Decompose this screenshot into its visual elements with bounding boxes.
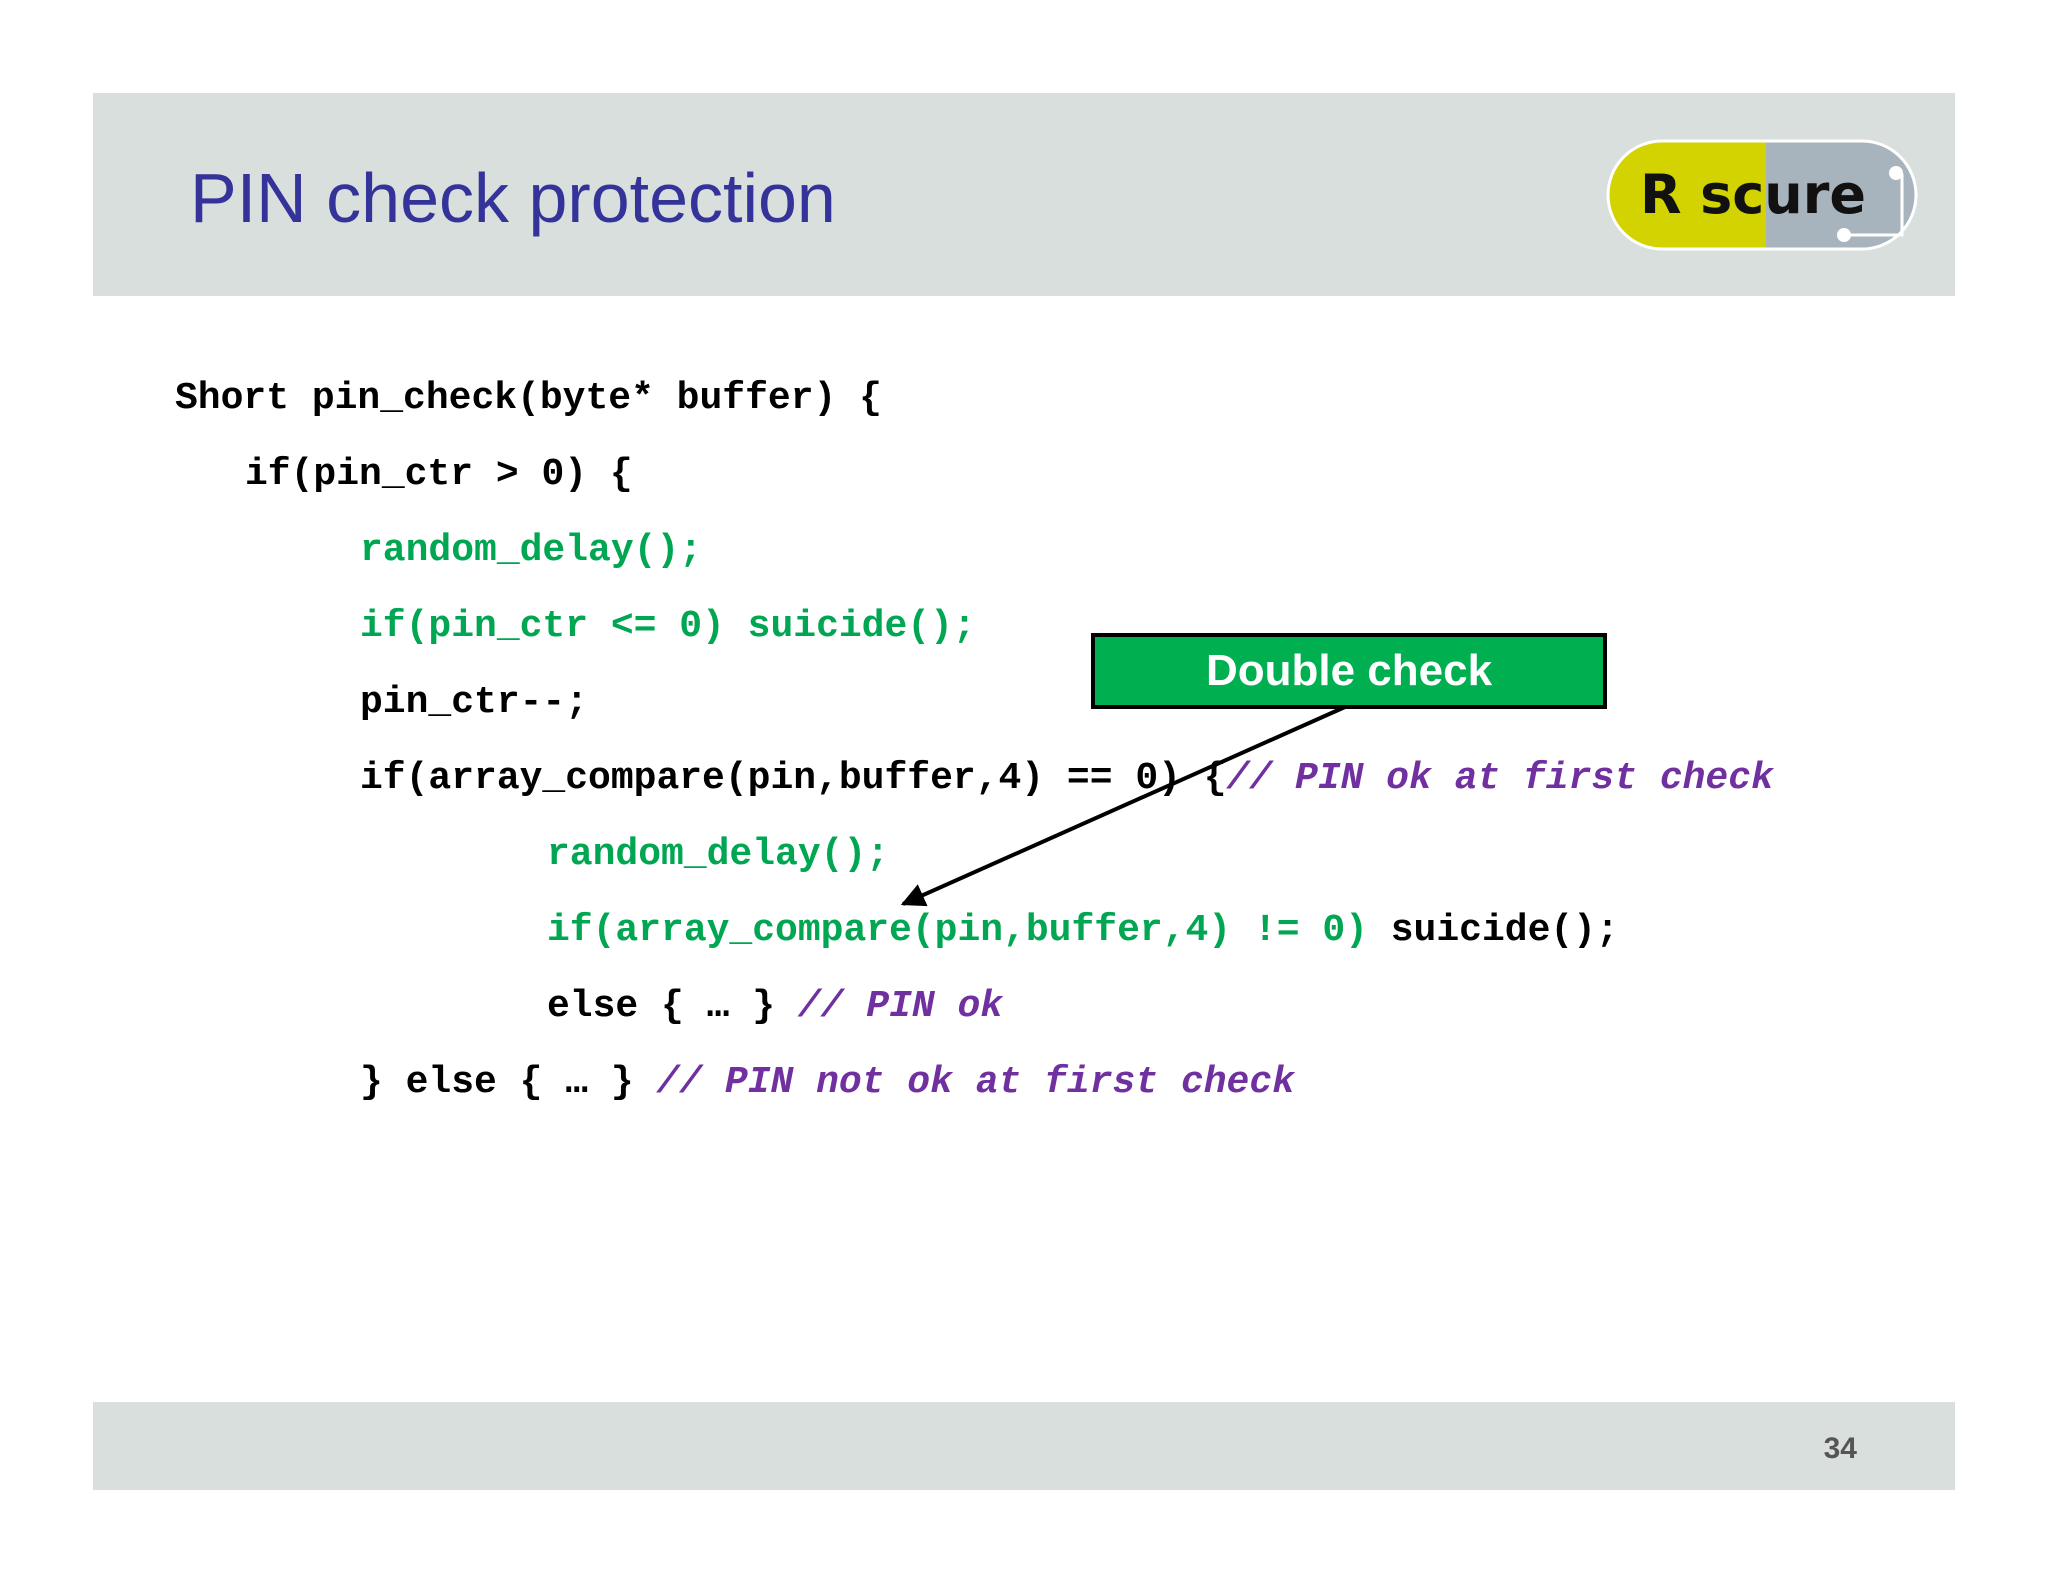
double-check-callout: Double check [1091, 633, 1607, 709]
code-token-green: if(pin_ctr <= 0) suicide(); [360, 605, 976, 648]
code-line: random_delay(); [547, 836, 889, 874]
code-token-green: if(array_compare(pin,buffer,4) != 0) [547, 909, 1391, 952]
code-token-plain: suicide(); [1390, 909, 1619, 952]
code-token-plain: } else { … } [360, 1061, 657, 1104]
code-token-plain: Short pin_check(byte* buffer) { [175, 377, 882, 420]
code-line: if(array_compare(pin,buffer,4) != 0) sui… [547, 912, 1619, 950]
code-token-plain: if(pin_ctr > 0) { [245, 453, 633, 496]
code-token-green: random_delay(); [547, 833, 890, 876]
svg-text:Riscure: Riscure [1640, 163, 1866, 226]
code-line: pin_ctr--; [360, 684, 588, 722]
riscure-logo: Riscure [1606, 139, 1918, 251]
code-token-comment: // PIN not ok at first check [656, 1061, 1295, 1104]
code-token-comment: // PIN ok at first check [1226, 757, 1774, 800]
code-line: random_delay(); [360, 532, 702, 570]
code-token-comment: // PIN ok [797, 985, 1004, 1028]
logo-text-i: i [1682, 163, 1701, 226]
page-number: 34 [1823, 1432, 1857, 1465]
code-line: Short pin_check(byte* buffer) { [175, 380, 882, 418]
footer-band: 34 [93, 1402, 1955, 1490]
logo-text-r: R [1640, 163, 1682, 226]
code-token-green: random_delay(); [360, 529, 703, 572]
code-block: Short pin_check(byte* buffer) { if(pin_ct… [175, 380, 1774, 1102]
code-line: else { … } // PIN ok [547, 988, 1003, 1026]
code-line: if(pin_ctr > 0) { [245, 456, 633, 494]
code-token-plain: else { … } [547, 985, 798, 1028]
code-line: if(array_compare(pin,buffer,4) == 0) {//… [360, 760, 1774, 798]
code-token-plain: if(array_compare(pin,buffer,4) == 0) { [360, 757, 1227, 800]
callout-label: Double check [1205, 646, 1493, 695]
code-line: } else { … } // PIN not ok at first chec… [360, 1064, 1295, 1102]
logo-text-scure: scure [1700, 163, 1866, 226]
code-line: if(pin_ctr <= 0) suicide(); [360, 608, 976, 646]
slide-title: PIN check protection [190, 159, 836, 237]
code-token-plain: pin_ctr--; [360, 681, 589, 724]
